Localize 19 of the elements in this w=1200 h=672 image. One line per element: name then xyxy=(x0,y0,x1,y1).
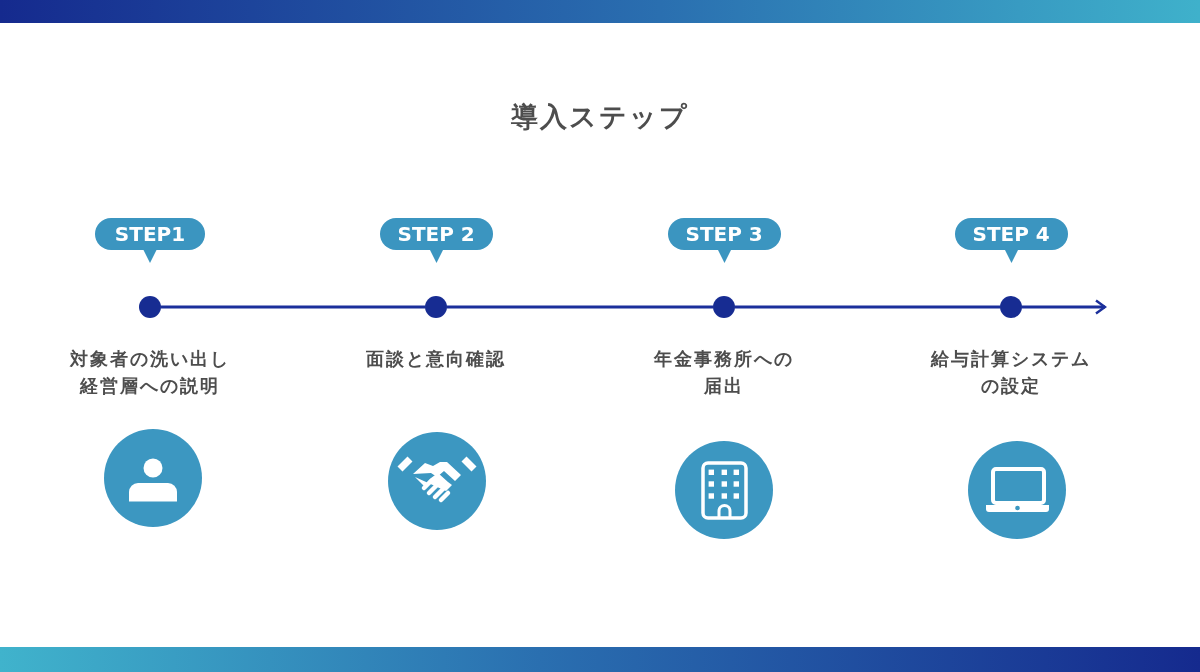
timeline-dot xyxy=(713,296,735,318)
timeline-arrow xyxy=(1022,299,1107,315)
step-description: 年金事務所への届出 xyxy=(653,347,795,398)
step-description: 対象者の洗い出し経営層への説明 xyxy=(68,347,231,398)
timeline-dot xyxy=(1000,296,1022,318)
person-icon xyxy=(104,429,202,527)
handshake-icon xyxy=(388,432,486,530)
laptop-icon xyxy=(968,441,1066,539)
top-band xyxy=(0,0,1200,23)
bottom-band xyxy=(0,647,1200,672)
timeline-line xyxy=(161,305,425,309)
timeline-line xyxy=(735,305,1000,309)
timeline-dot xyxy=(425,296,447,318)
title: 導入ステップ xyxy=(511,100,689,134)
building-icon xyxy=(675,441,773,539)
timeline-line xyxy=(447,305,713,309)
timeline-dot xyxy=(139,296,161,318)
step-description: 給与計算システムの設定 xyxy=(929,347,1092,398)
step-description: 面談と意向確認 xyxy=(366,347,506,371)
